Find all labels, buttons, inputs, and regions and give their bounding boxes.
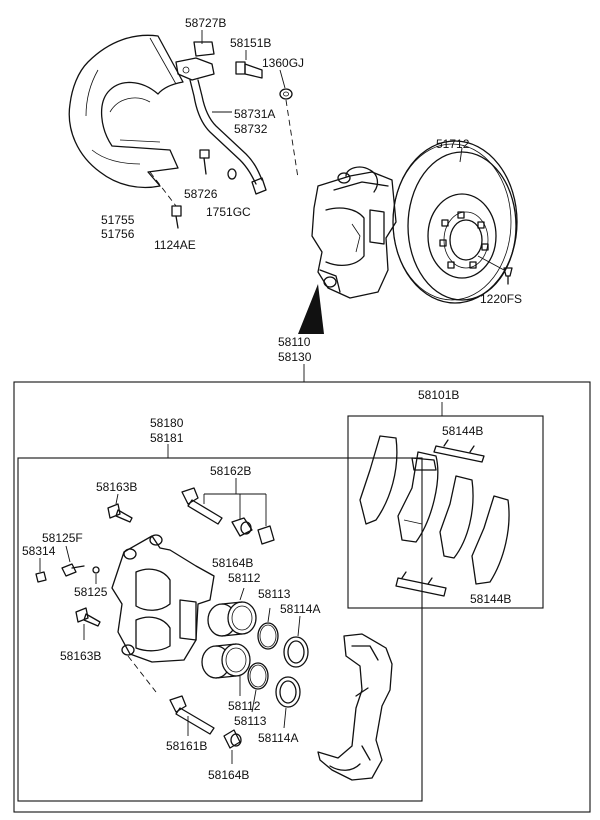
label-58731A: 58731A xyxy=(234,107,275,121)
label-58163B-top: 58163B xyxy=(96,480,137,494)
caliper-bolt-upper xyxy=(107,493,133,523)
caliper-kit-frame xyxy=(13,381,591,813)
disc-screw xyxy=(477,255,513,285)
caliper-assembly-upper xyxy=(311,166,397,299)
label-51712: 51712 xyxy=(436,137,470,151)
label-58125: 58125 xyxy=(74,585,108,599)
hose-bracket-clip xyxy=(175,30,215,81)
brake-pads xyxy=(359,435,510,585)
boot-lower xyxy=(223,729,242,764)
piston-upper xyxy=(207,587,257,637)
brake-disc xyxy=(392,140,518,304)
label-58144B-top: 58144B xyxy=(442,424,483,438)
label-1124AE: 1124AE xyxy=(154,238,196,252)
label-58163B-bot: 58163B xyxy=(60,649,101,663)
label-58726: 58726 xyxy=(184,187,218,201)
label-58114A-bot: 58114A xyxy=(258,731,298,745)
label-58314: 58314 xyxy=(22,544,56,558)
guide-pin-upper xyxy=(181,487,223,525)
caliper-body-frame xyxy=(17,457,423,802)
pad-shims xyxy=(395,439,485,597)
label-58164B-bot: 58164B xyxy=(208,768,249,782)
label-1751GC: 1751GC xyxy=(206,205,251,219)
label-58110: 58110 xyxy=(278,335,311,349)
label-51756: 51756 xyxy=(101,227,135,241)
label-58114A-top: 58114A xyxy=(280,602,320,616)
label-58112-bot: 58112 xyxy=(228,699,261,713)
label-1360GJ: 1360GJ xyxy=(262,56,304,70)
banjo-bolt xyxy=(235,50,263,79)
hose-bolt xyxy=(199,149,210,175)
label-58162B: 58162B xyxy=(210,464,251,478)
bleeder-washer xyxy=(92,566,100,584)
dust-boot-lower xyxy=(275,676,301,729)
piston-seal-upper xyxy=(257,607,279,650)
caliper-bolt-lower xyxy=(75,607,101,640)
part-labels: 58727B 58151B 1360GJ 58731A 58732 51712 … xyxy=(22,16,522,782)
label-58180: 58180 xyxy=(150,416,184,430)
piston-seal-lower xyxy=(247,662,269,713)
label-58125F: 58125F xyxy=(42,531,83,545)
label-58144B-bot: 58144B xyxy=(470,592,511,606)
caliper-carrier xyxy=(317,633,393,781)
label-58727B: 58727B xyxy=(185,16,226,30)
label-58161B: 58161B xyxy=(166,739,207,753)
label-58113-bot: 58113 xyxy=(234,714,267,728)
shield-bolt xyxy=(149,171,182,229)
label-58732: 58732 xyxy=(234,122,268,136)
label-58130: 58130 xyxy=(278,350,312,364)
piston-lower xyxy=(201,643,251,696)
label-58113-top: 58113 xyxy=(258,587,291,601)
label-51755: 51755 xyxy=(101,213,135,227)
copper-washer xyxy=(279,69,293,100)
dust-boot-upper xyxy=(283,615,309,668)
pad-kit-frame xyxy=(347,415,544,609)
boot-upper xyxy=(231,517,253,537)
label-58101B: 58101B xyxy=(418,388,459,402)
bleeder-cap xyxy=(35,558,47,583)
hose-washer xyxy=(227,168,237,180)
label-58112-top: 58112 xyxy=(228,571,261,585)
pointer-arrow xyxy=(298,284,324,334)
guide-pin-lower xyxy=(169,695,215,736)
caliper-body-lower xyxy=(111,534,215,693)
brake-hose xyxy=(189,79,267,195)
dust-shield xyxy=(68,34,184,189)
label-58164B-top: 58164B xyxy=(212,556,253,570)
bleeder-screw xyxy=(61,545,85,577)
label-58151B: 58151B xyxy=(230,36,271,50)
guide-pin-kit-leaders xyxy=(203,478,267,526)
label-1220FS: 1220FS xyxy=(480,292,522,306)
label-58181: 58181 xyxy=(150,431,184,445)
guide-cap xyxy=(257,525,275,545)
